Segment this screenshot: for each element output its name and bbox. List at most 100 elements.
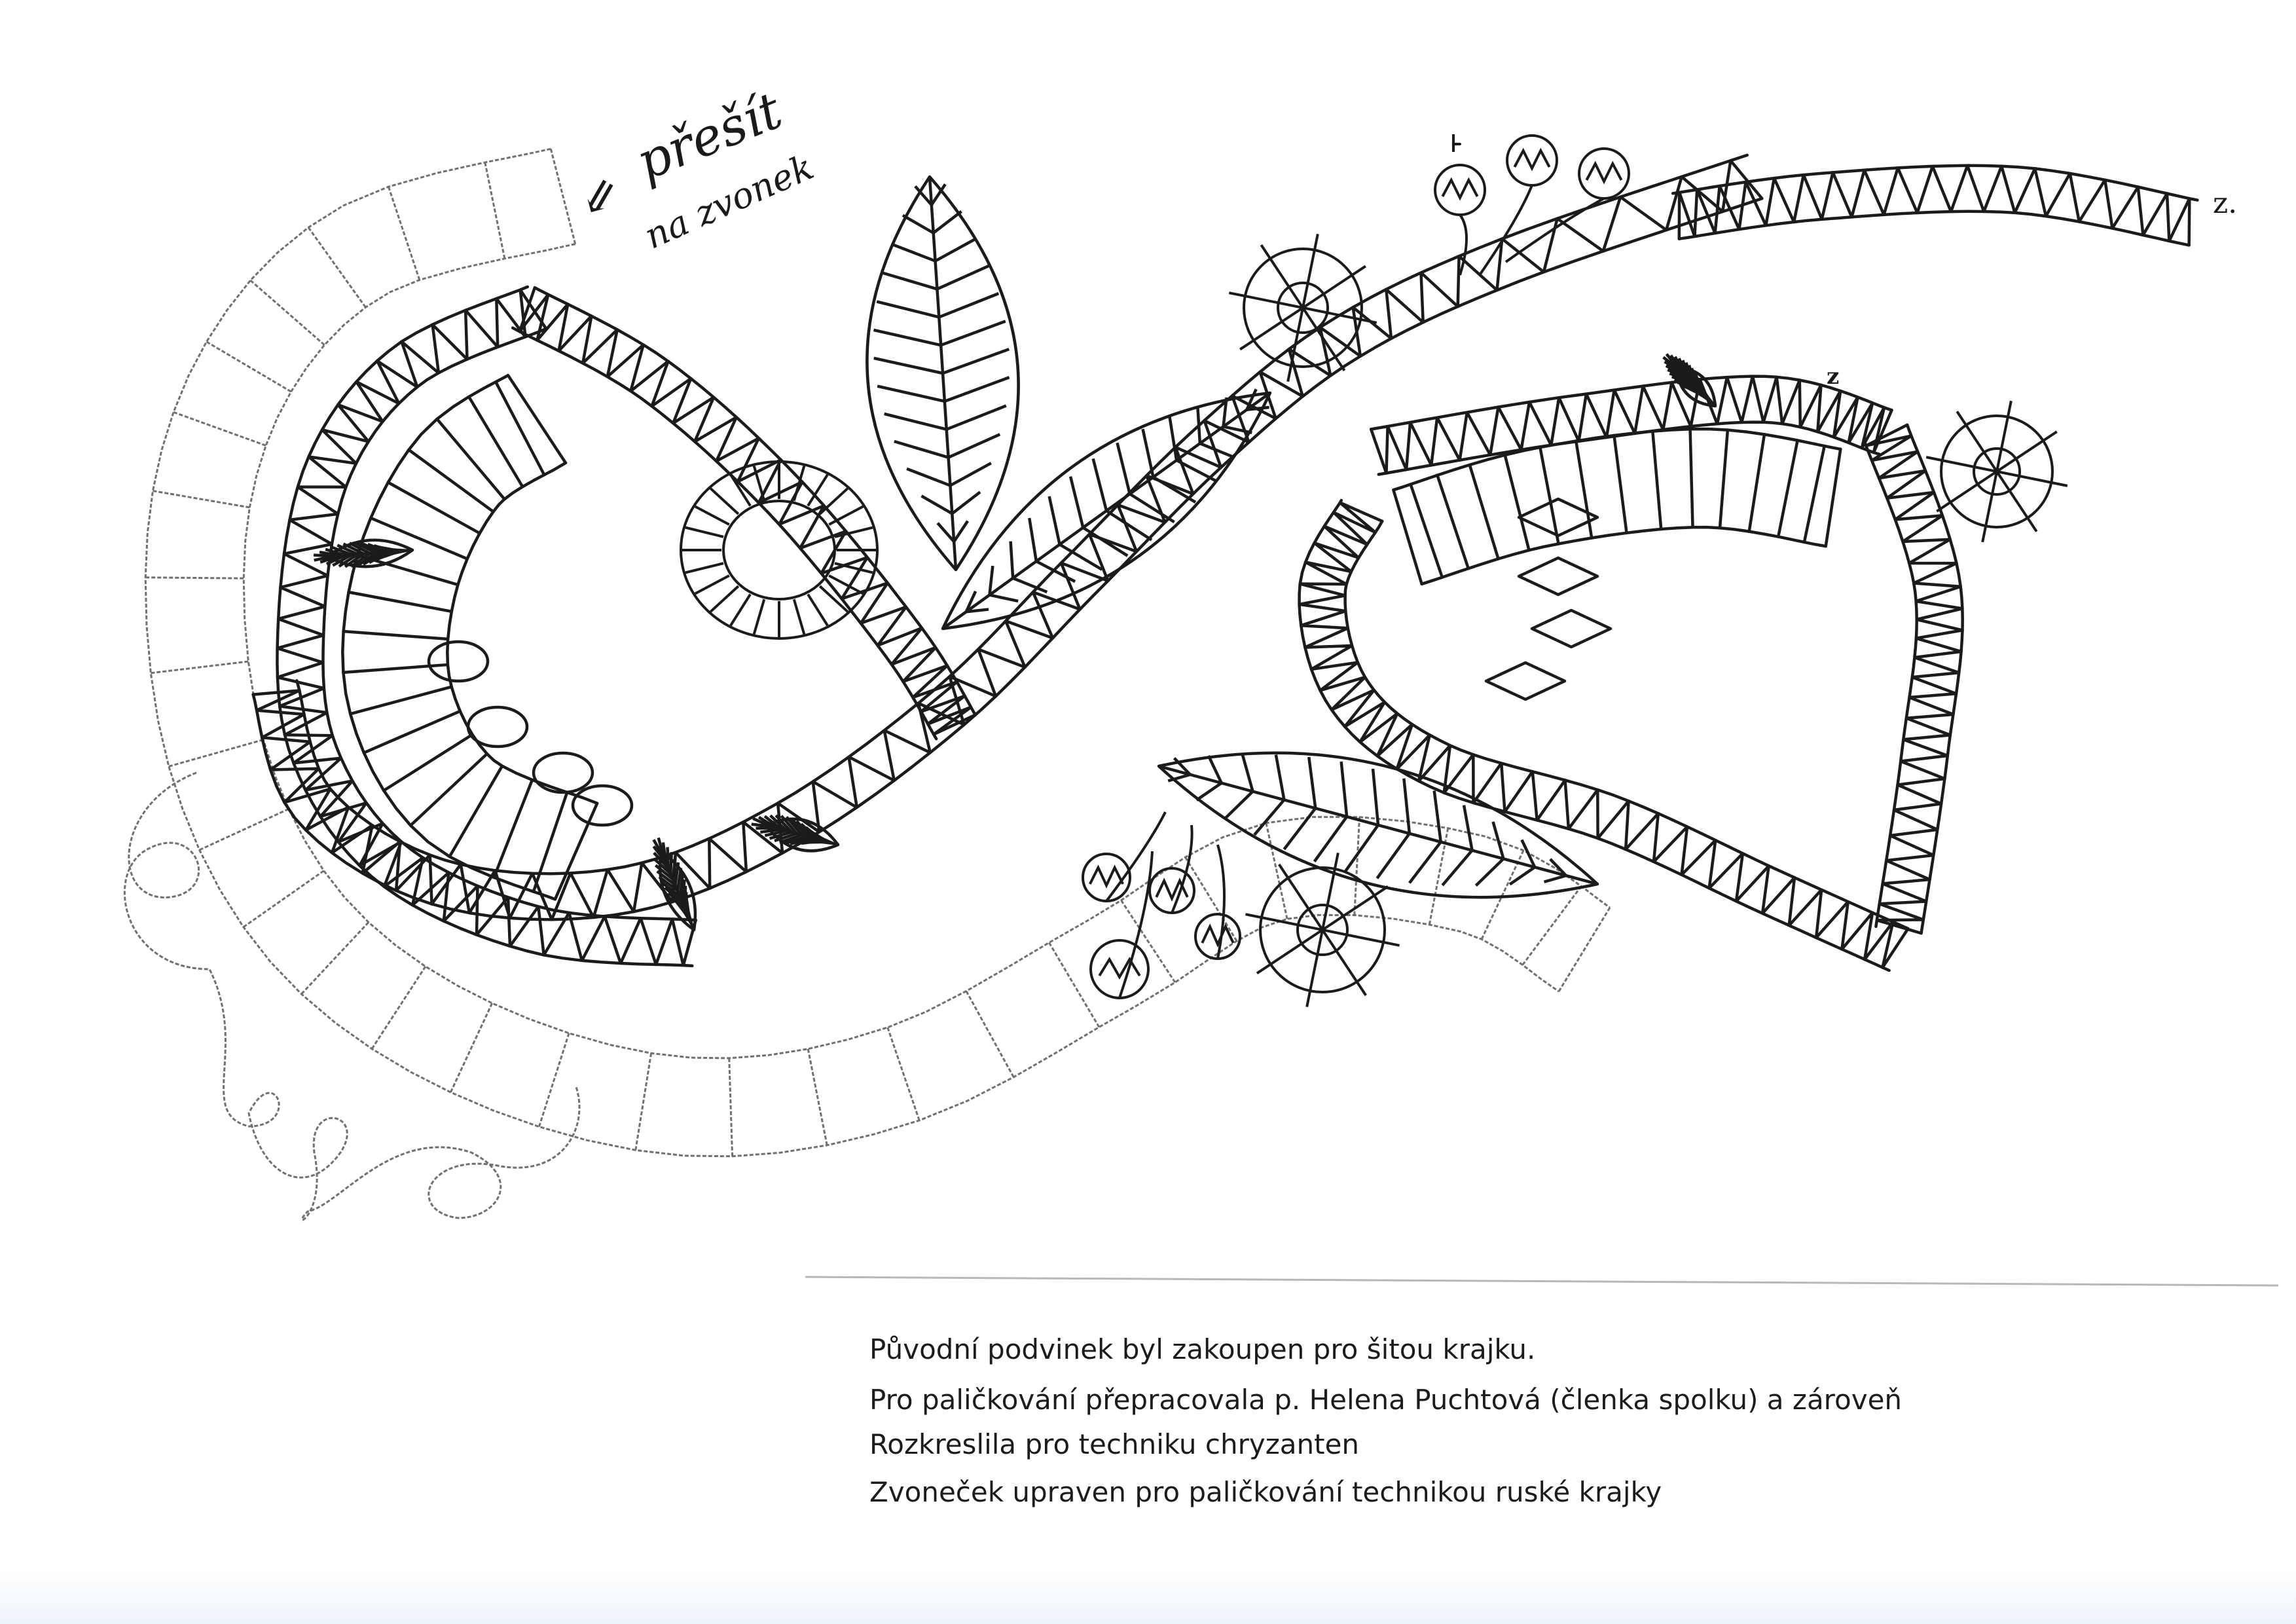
leaf-top-center-rib	[942, 348, 1010, 375]
pencil-outer-band-rung	[728, 1058, 734, 1156]
leaf-small-mid-rib	[779, 833, 803, 844]
bell-diamond	[1517, 497, 1599, 538]
leaf-small-left-rib	[348, 542, 371, 555]
leaf-small-mid-rib	[774, 832, 797, 843]
leaf-small-bottom	[652, 837, 697, 932]
leaf-top-center-rib	[947, 433, 1001, 459]
berry-top-1	[1434, 164, 1486, 276]
right-bell-grid-rung	[1651, 430, 1663, 531]
leaf-small-mid-rib	[790, 836, 813, 846]
sun-flower-ray	[818, 487, 849, 515]
left-bell-outer-tape-edge-b	[276, 285, 694, 968]
flower-right-inner	[1973, 447, 2021, 496]
leaf-small-bottom-rib	[653, 858, 672, 875]
berry-top-3	[1504, 147, 1630, 263]
leaf-right-diagonal-rib	[966, 608, 989, 614]
pencil-outer-band-rung	[1558, 907, 1611, 992]
left-bell-grid-rung	[448, 764, 504, 858]
leaf-small-right-rib	[1687, 364, 1698, 387]
sun-flower-ray	[709, 585, 740, 613]
sun-flower-ray	[828, 505, 864, 526]
leaf-small-right-rib	[1673, 378, 1696, 388]
right-bell-grid-rung	[1688, 428, 1694, 529]
flower-bottom-spoke	[1256, 885, 1389, 974]
leaf-lower-center-rib	[1376, 832, 1411, 879]
left-bell-inner-tape	[511, 286, 977, 741]
leaf-small-right-rib	[1665, 364, 1685, 377]
pencil-outer-band-rung	[301, 921, 370, 995]
left-bell-grid-rung	[492, 778, 534, 879]
leaf-small-left-rib	[325, 547, 346, 557]
leaf-right-diagonal-rib	[1196, 406, 1202, 444]
note-line-4: Zvoneček upraven pro paličkování technik…	[869, 1476, 1662, 1508]
leaf-small-left-rib	[337, 544, 359, 556]
leaf-small-mid-rib	[752, 817, 772, 828]
left-bell-outer-tape-zigzag	[276, 288, 697, 967]
left-bell-grid-rung	[342, 629, 450, 641]
berry-bottom-1	[1082, 811, 1167, 902]
berry-bottom-3	[1194, 844, 1241, 960]
bell-inner-oval	[571, 784, 634, 827]
berry-top-1-outline	[1434, 164, 1486, 216]
leaf-top-center-rib	[876, 300, 939, 319]
leaf-small-bottom-rib	[680, 879, 686, 902]
leaf-lower-center-rib	[1549, 858, 1567, 877]
sun-flower-ray	[752, 465, 766, 502]
berry-bottom-2-outline	[1148, 867, 1195, 914]
leaf-lower-center-rib	[1339, 761, 1349, 817]
leaf-small-bottom-rib	[652, 845, 667, 864]
leaf-top-center-rib	[902, 213, 934, 234]
right-bell-grid-rung	[1503, 453, 1531, 552]
leaf-top-center-rib	[949, 462, 992, 487]
right-bell-top-tape-edge-b	[1377, 420, 1881, 476]
berry-bottom-3-zigzag	[1201, 923, 1235, 948]
separator-line	[805, 1276, 2279, 1287]
leaf-small-mid-rib	[790, 817, 809, 838]
right-bell-top-tape-zigzag	[1369, 375, 1893, 475]
leaf-lower-center-rib	[1543, 874, 1567, 883]
pencil-outer-band-rung	[886, 1027, 920, 1121]
leaf-small-mid-rib	[769, 814, 788, 832]
leaf-small-mid-rib	[764, 829, 787, 838]
upper-right-tape-edge-b	[1671, 164, 2199, 202]
left-bell-grid-rung	[386, 481, 481, 535]
leaf-right-diagonal-rib	[1105, 509, 1153, 542]
sun-flower-ray	[834, 526, 873, 538]
left-bell-grid-rung	[532, 790, 569, 893]
sun-flower-ray	[834, 562, 873, 574]
leaf-top-center-rib	[906, 467, 951, 487]
sun-flower-ray	[807, 473, 829, 507]
leaf-right-diagonal-rib	[1012, 576, 1048, 594]
berry-bottom-4-zigzag	[1098, 957, 1141, 980]
leaf-small-left-rib	[386, 547, 407, 552]
leaf-top-center-rib	[894, 439, 949, 459]
pencil-outer-band-rung	[199, 807, 289, 851]
leaf-small-left-rib	[319, 554, 340, 564]
left-bell-grid-rung	[362, 709, 462, 754]
sun-flower-ray	[729, 593, 752, 627]
right-bell-outer-tape-zigzag	[1298, 501, 1910, 969]
berry-bottom-4-stem	[1118, 851, 1154, 999]
leaf-small-bottom-rib	[674, 862, 680, 885]
leaf-right-diagonal-rib	[1035, 560, 1076, 583]
pencil-outer-band-rung	[1184, 857, 1238, 942]
note-line-3: Rozkreslila pro techniku chryzanten	[869, 1428, 1360, 1460]
left-bell-grid-rung	[407, 448, 495, 513]
sun-flower-ray	[709, 487, 740, 515]
flower-top-inner	[1277, 282, 1329, 334]
leaf-small-bottom-rib	[658, 876, 679, 892]
leaf-small-left	[313, 538, 414, 568]
left-bell-grid-edge-a	[446, 461, 599, 805]
leaf-lower-center-rib	[1474, 857, 1504, 887]
left-bell-inner-tape-edge-a	[533, 286, 977, 716]
leaf-top-center-rib	[940, 320, 1006, 347]
leaf-lower-center-rib	[1441, 849, 1474, 887]
berry-bottom-2-stem	[1171, 824, 1194, 913]
leaf-small-mid-rib	[784, 835, 808, 845]
leaf-lower-center-rib	[1207, 755, 1223, 784]
leaf-small-right-rib	[1673, 356, 1686, 376]
flower-right-outer	[1940, 415, 2054, 528]
sun-flower-ray	[694, 574, 730, 595]
flower-right-spoke	[1936, 430, 2058, 513]
